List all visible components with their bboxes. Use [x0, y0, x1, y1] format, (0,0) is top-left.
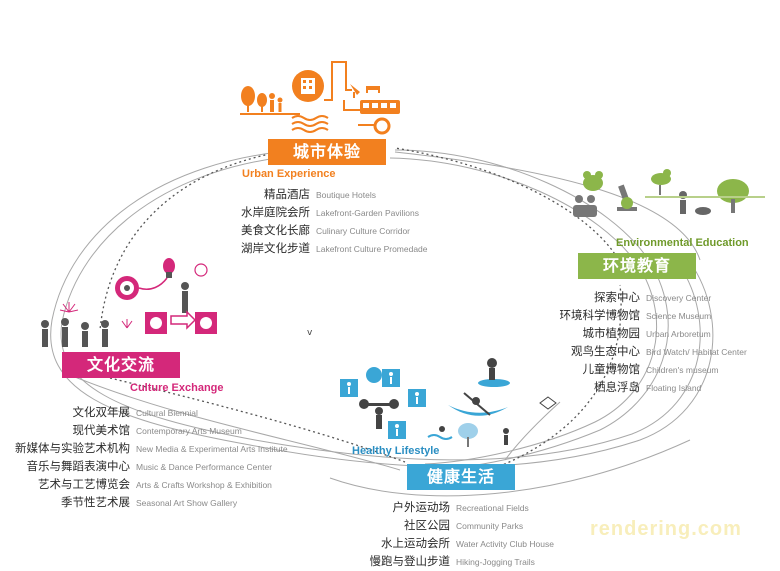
swimmer-icon: [427, 426, 453, 440]
kite-icon: [539, 396, 557, 410]
kayak-icon: [448, 392, 508, 416]
health-bottom-curve: [329, 439, 691, 497]
lifebuoy-icon: [358, 117, 391, 135]
microscope-icon: [617, 184, 637, 211]
theatre-masks-icon: [145, 312, 167, 334]
urban-icon-cluster: [240, 61, 352, 133]
dog-walker-icon: [679, 191, 711, 215]
dotted-env-to-urban: [394, 147, 621, 263]
inner-loop-curve: [394, 149, 669, 471]
weightlifter-icon: [359, 399, 399, 429]
outer-loop-curve: [50, 149, 714, 468]
culture-title-box: 文化交流: [62, 352, 180, 378]
urban-icon-cluster-right: [343, 84, 400, 135]
health-icon-cluster: [340, 358, 557, 447]
wine-glass-icon: [350, 84, 360, 98]
bird-icon: [651, 169, 671, 195]
env-to-urban-curve: [394, 151, 701, 261]
environment-subtitle: Environmental Education: [616, 237, 749, 249]
surfer-icon: [478, 358, 510, 387]
urban-route-line: [324, 61, 352, 101]
tree-icon: [241, 86, 267, 112]
theatre-masks-icon: [195, 312, 217, 334]
culture-icon-cluster: [41, 258, 217, 347]
idea-curve: [138, 277, 168, 290]
thinking-person-icon: [181, 263, 208, 313]
center-mark: v: [307, 328, 313, 338]
urban-subtitle: Urban Experience: [242, 168, 336, 180]
environment-title-box: 环境教育: [578, 253, 696, 279]
dotted-health-to-env: [489, 284, 622, 471]
bus-icon: [360, 100, 400, 114]
lightbulb-icon: [163, 258, 175, 278]
tree-icon: [458, 423, 478, 447]
health-subtitle: Healthy Lifestyle: [352, 445, 440, 457]
fireworks-icon: [59, 302, 133, 329]
urban-title-box: 城市体验: [268, 139, 386, 165]
inner-loop-curve-2: [389, 157, 658, 465]
environment-icon-cluster: [573, 169, 765, 217]
crowd-dancing-icon: [41, 318, 109, 347]
reading-children-icon: [573, 195, 597, 217]
culture-subtitle: Culture Exchange: [130, 382, 224, 394]
target-icon: [115, 276, 139, 300]
family-icon: [269, 93, 283, 112]
jogger-icon: [503, 428, 509, 445]
exchange-arrows-icon: [170, 310, 197, 330]
dotted-urban-to-culture: [99, 151, 281, 331]
ground-line: [240, 113, 300, 115]
kite-string-curve: [504, 401, 561, 461]
health-title-box: 健康生活: [407, 464, 515, 490]
water-waves-icon: [291, 115, 329, 133]
watermark: rendering.com: [590, 518, 742, 540]
culture-to-health-curve: [69, 374, 401, 471]
frog-icon: [583, 171, 603, 191]
bed-icon: [366, 86, 380, 93]
bus-route-line: [343, 100, 360, 111]
outer-loop-curve-2: [60, 154, 701, 461]
